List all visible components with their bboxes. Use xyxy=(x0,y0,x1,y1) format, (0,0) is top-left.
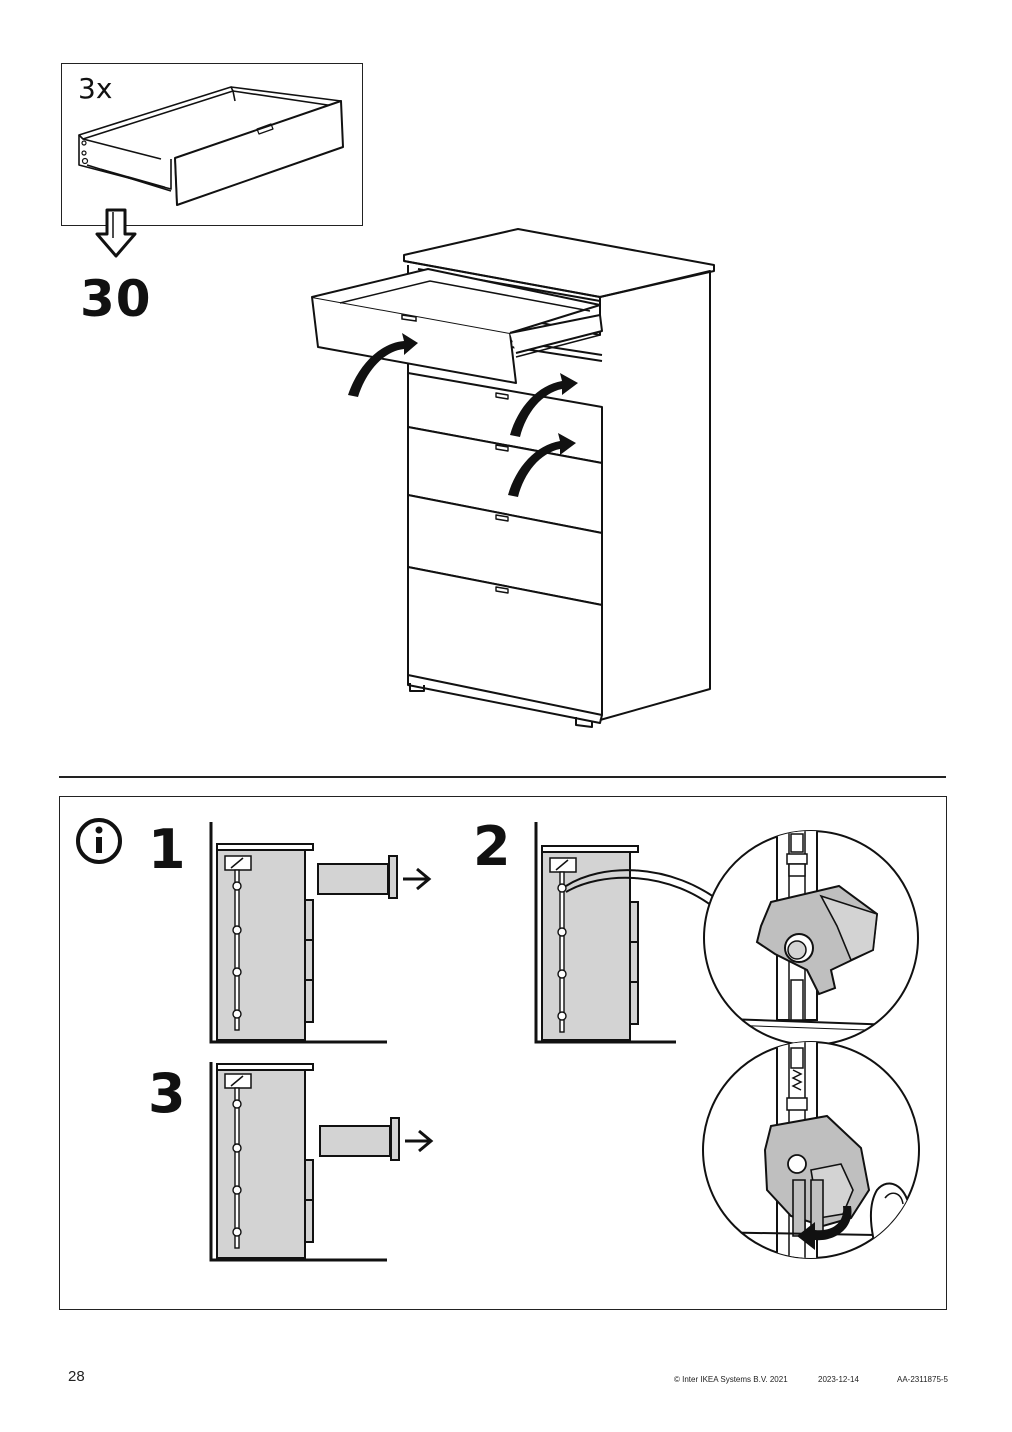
info-circle-icon xyxy=(76,818,122,864)
chest-of-drawers-illustration xyxy=(311,228,715,728)
step-3-illustration xyxy=(209,1062,434,1262)
step-2-illustration xyxy=(534,822,676,1044)
zoom-callout-line xyxy=(565,869,727,915)
down-arrow-icon xyxy=(95,208,137,258)
document-date: 2023-12-14 xyxy=(818,1375,859,1384)
drawer-illustration xyxy=(78,86,344,206)
step-3-number: 3 xyxy=(148,1062,186,1125)
next-step-number: 30 xyxy=(80,270,152,328)
section-divider xyxy=(59,776,946,778)
step-1-illustration xyxy=(209,822,432,1044)
copyright-text: © Inter IKEA Systems B.V. 2021 xyxy=(674,1375,788,1384)
step-1-number: 1 xyxy=(148,818,186,881)
zoom-detail-lock-release xyxy=(702,1041,920,1259)
quantity-label: 3x xyxy=(78,72,113,105)
page-number: 28 xyxy=(68,1368,85,1385)
zoom-detail-lock-open xyxy=(703,830,919,1046)
document-code: AA-2311875-5 xyxy=(897,1375,948,1384)
step-2-number: 2 xyxy=(473,815,511,878)
